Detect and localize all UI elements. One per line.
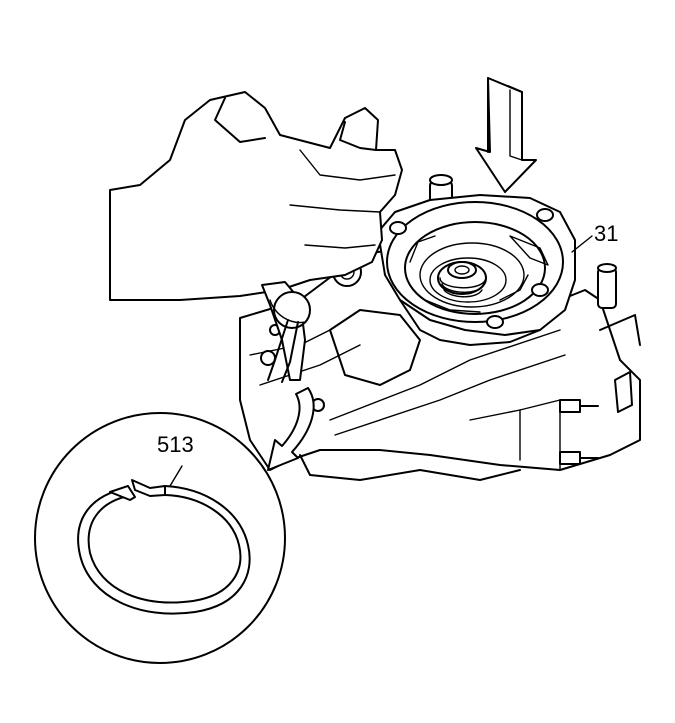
detail-circle — [34, 412, 286, 664]
callout-513: 513 — [157, 432, 194, 457]
curved-arrow-icon — [267, 387, 315, 471]
pump-cover-housing — [377, 194, 576, 346]
down-arrow-icon — [475, 77, 537, 193]
leader-lines — [169, 235, 593, 487]
hand-with-tool — [109, 91, 403, 383]
callout-31: 31 — [594, 221, 618, 246]
transmission-case — [239, 174, 641, 481]
